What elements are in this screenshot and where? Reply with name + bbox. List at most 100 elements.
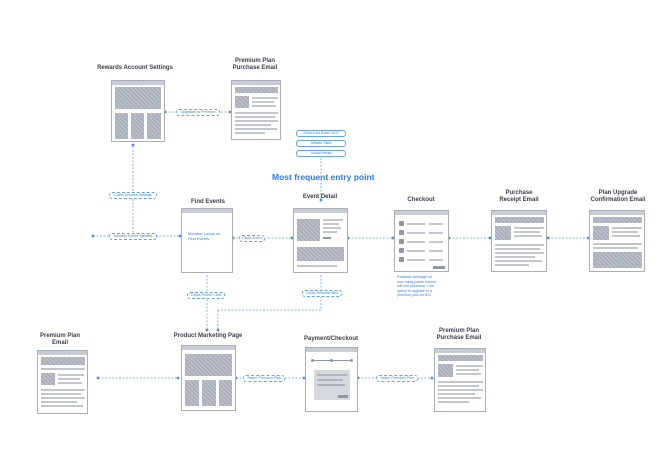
frame-header-bar [395, 211, 448, 215]
image-placeholder [593, 217, 642, 223]
node-title-checkout: Checkout [407, 197, 435, 203]
frame-header-bar [232, 81, 280, 85]
image-placeholder [41, 357, 85, 365]
text-line [514, 227, 544, 229]
text-line [612, 231, 638, 233]
text-line [235, 116, 275, 118]
text-line [41, 393, 81, 395]
text-line [252, 101, 274, 103]
row-icon [399, 230, 404, 235]
progress-step-dot [350, 359, 353, 362]
wireframe-checkout[interactable] [394, 210, 449, 272]
text-line [438, 389, 483, 391]
edge-label-clicks-rewards-box: Clicks Rewards Box [302, 290, 342, 297]
text-line [593, 243, 642, 245]
text-line [252, 97, 278, 99]
text-line [41, 368, 85, 370]
text-line [235, 120, 278, 122]
text-line [429, 241, 443, 243]
text-line [429, 232, 443, 234]
text-line [438, 381, 483, 383]
frame-header-bar [182, 209, 232, 213]
wireframe-product-marketing-page[interactable] [181, 345, 236, 411]
frame-header-bar [492, 211, 546, 215]
text-line [235, 112, 278, 114]
text-line [612, 235, 640, 237]
text-line [456, 373, 481, 375]
wireframe-plan-upgrade-confirmation-email[interactable] [589, 210, 645, 272]
checkout-rewards-note: Rewards Message on how many points earne… [397, 275, 437, 298]
image-placeholder [438, 364, 453, 377]
text-line [317, 374, 347, 376]
text-line [407, 232, 425, 234]
text-line [323, 231, 337, 233]
image-placeholder [235, 87, 278, 93]
node-title-premium-plan-purchase-email-bottom: Premium Plan Purchase Email [436, 328, 482, 341]
text-line [612, 227, 642, 229]
edge-label-member-enters-website: Member Enters Website [109, 233, 157, 240]
frame-header-bar [590, 211, 644, 215]
text-line [495, 244, 544, 246]
text-line [495, 260, 542, 262]
text-line [41, 401, 77, 403]
edge-label-select-premium-plan-left: Select Premium Plan [243, 375, 285, 382]
text-line [495, 252, 544, 254]
entry-point-search-seo[interactable]: Search for Event SEO [296, 130, 346, 137]
node-title-payment-checkout: Payment/Checkout [303, 336, 358, 342]
image-placeholder [495, 217, 544, 223]
wireframe-premium-plan-email[interactable] [37, 350, 88, 414]
node-title-event-detail: Event Detail [302, 194, 338, 200]
image-placeholder [219, 380, 232, 406]
image-placeholder [41, 373, 55, 385]
text-line [514, 235, 542, 237]
text-line [407, 241, 425, 243]
image-placeholder [185, 380, 199, 406]
wireframe-premium-plan-purchase-email-bottom[interactable] [434, 348, 486, 412]
image-placeholder [297, 219, 320, 241]
text-line [495, 248, 540, 250]
image-placeholder [147, 113, 161, 139]
wireframe-payment-checkout[interactable] [305, 347, 358, 412]
wireframe-rewards-account-settings[interactable] [111, 80, 165, 142]
checkout-button [433, 266, 445, 269]
text-line [317, 379, 343, 381]
image-placeholder [131, 113, 144, 139]
text-line [438, 401, 469, 403]
text-line [235, 128, 277, 130]
frame-header-bar [182, 346, 235, 350]
wireframe-find-events[interactable]: Member Lands on Find Events [181, 208, 233, 273]
entry-point-affiliate-sites[interactable]: Affiliate Sites [296, 140, 346, 147]
text-line [323, 227, 341, 229]
node-title-rewards-account-settings: Rewards Account Settings [97, 65, 173, 71]
entry-point-social-media[interactable]: Social Media [296, 150, 346, 157]
text-line [323, 219, 343, 221]
text-line [407, 250, 425, 252]
image-placeholder [115, 113, 128, 139]
wireframe-purchase-receipt-email[interactable] [491, 210, 547, 272]
image-placeholder [202, 380, 216, 406]
frame-header-bar [294, 209, 347, 213]
text-line [438, 397, 481, 399]
text-line [429, 259, 443, 261]
image-placeholder [593, 252, 642, 268]
wireframe-premium-plan-purchase-email[interactable] [231, 80, 281, 140]
edge-label-clicks-promo-card: Clicks Promo Card [187, 292, 225, 299]
text-line [58, 378, 80, 380]
edge-label-upgrades-to-premium: Upgrades to Premium [176, 109, 220, 116]
frame-header-bar [38, 351, 87, 355]
edge-label-select-premium-plan-right: Select Premium Plan [376, 375, 418, 382]
text-line [438, 393, 475, 395]
row-icon [399, 257, 404, 262]
image-placeholder [115, 87, 161, 109]
text-line [58, 382, 82, 384]
node-title-plan-upgrade-confirmation-email: Plan Upgrade Confirmation Email [590, 190, 646, 203]
frame-header-bar [112, 81, 164, 85]
progress-step-dot [311, 359, 314, 362]
text-line [495, 256, 535, 258]
wireframe-event-detail[interactable] [293, 208, 348, 273]
text-line [235, 124, 271, 126]
text-line [593, 247, 638, 249]
pay-button [338, 395, 348, 398]
node-title-product-marketing-page: Product Marketing Page [173, 333, 243, 339]
edge-label-clicks-account-settings: Clicks Account Settings [109, 192, 157, 199]
